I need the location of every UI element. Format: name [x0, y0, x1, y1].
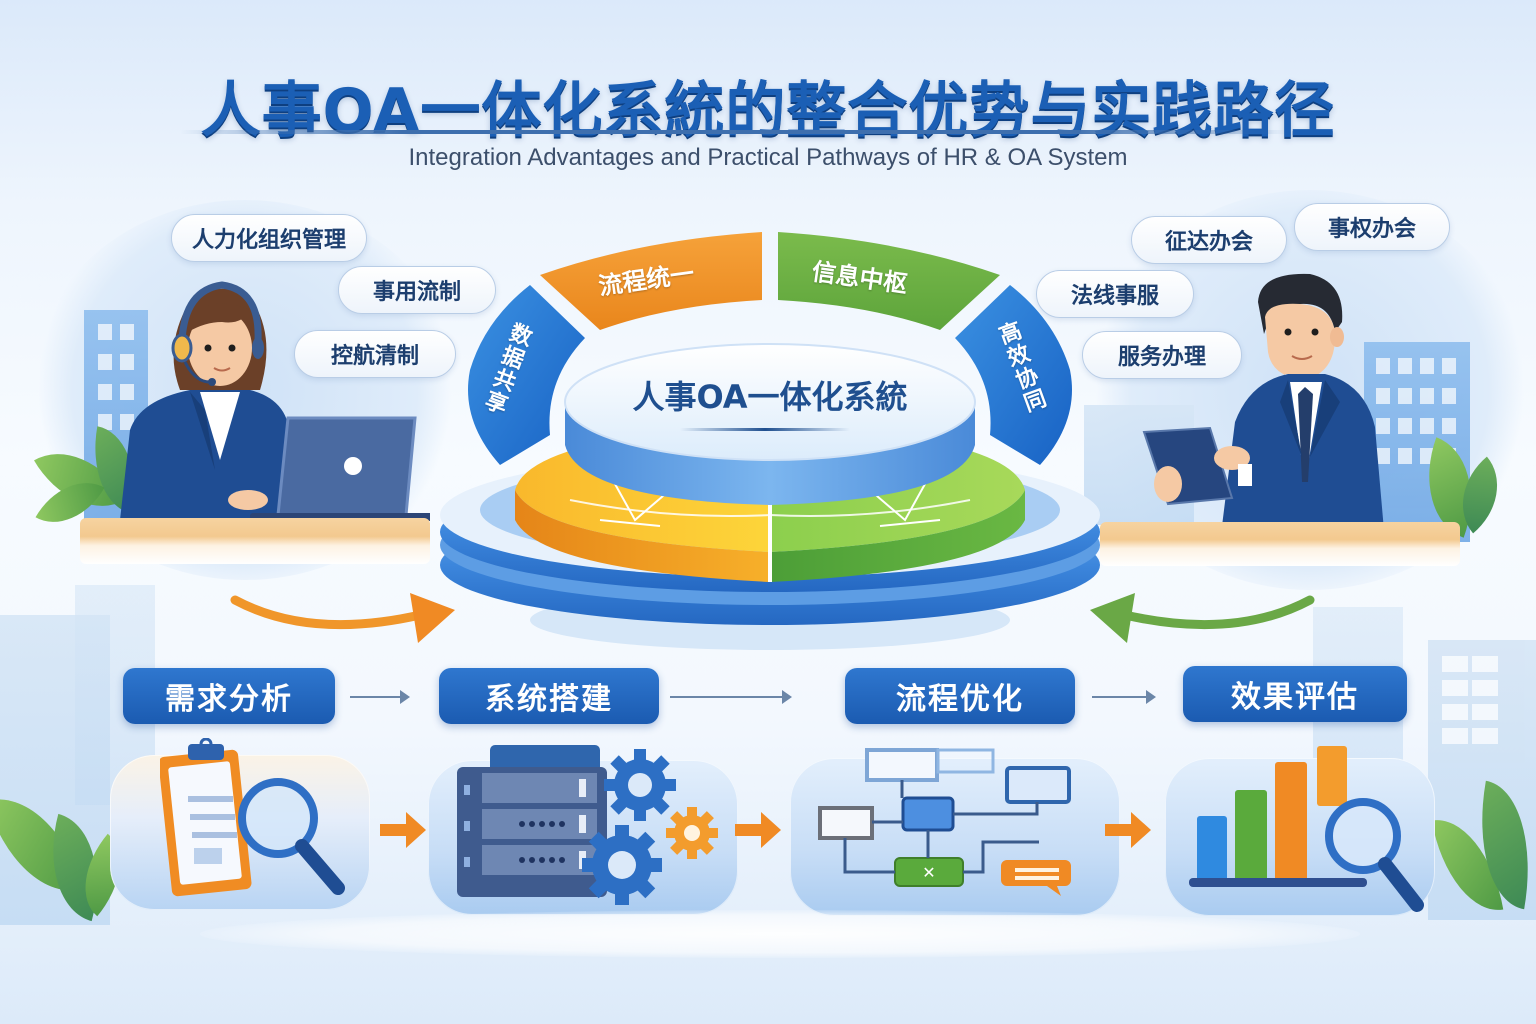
right-plant	[1400, 425, 1520, 538]
right-pill-2: 事权办会	[1294, 203, 1450, 251]
thin-arrow-3	[1092, 690, 1156, 704]
clipboard-magnifier-icon	[160, 738, 345, 897]
manager-illustration	[1142, 273, 1385, 542]
hub-underline	[680, 428, 850, 431]
orange-curved-arrow-icon	[230, 593, 455, 643]
title-divider	[180, 130, 1290, 134]
flowchart-icon: ✕	[818, 748, 1071, 896]
orange-arrow-icon-1	[380, 812, 426, 848]
left-pill-3: 控航清制	[294, 330, 456, 378]
step-button-2[interactable]: 系统搭建	[439, 668, 659, 724]
left-desk	[80, 518, 430, 564]
floor-highlight	[200, 910, 1360, 958]
page-subtitle: Integration Advantages and Practical Pat…	[408, 144, 1128, 171]
thin-arrow-2	[670, 690, 792, 704]
step-button-4[interactable]: 效果评估	[1183, 666, 1407, 722]
integration-hub-diagram	[440, 232, 1100, 650]
left-pill-2: 事用流制	[338, 266, 496, 314]
right-pill-4: 服务办理	[1082, 331, 1242, 379]
step-button-1[interactable]: 需求分析	[123, 668, 335, 724]
green-curved-arrow-icon	[1090, 593, 1315, 643]
svg-text:✕: ✕	[922, 863, 935, 882]
orange-arrow-icon-2	[735, 812, 781, 848]
orange-arrow-icon-3	[1105, 812, 1151, 848]
right-desk	[1100, 522, 1460, 566]
left-pill-1: 人力化组织管理	[171, 214, 367, 262]
right-pill-1: 征达办会	[1131, 216, 1287, 264]
right-pill-3: 法线事服	[1036, 270, 1194, 318]
lower-right-plant	[1430, 765, 1536, 925]
step-button-3[interactable]: 流程优化	[845, 668, 1075, 724]
hub-center-label: 人事OA一体化系統	[632, 378, 908, 416]
page-title: 人事OA一体化系統的整合优势与实践路径	[200, 76, 1336, 146]
bar-chart-magnifier-icon	[1189, 746, 1424, 912]
thin-arrow-1	[350, 690, 410, 704]
hr-staff-illustration	[120, 281, 430, 521]
server-gears-icon	[457, 745, 718, 905]
